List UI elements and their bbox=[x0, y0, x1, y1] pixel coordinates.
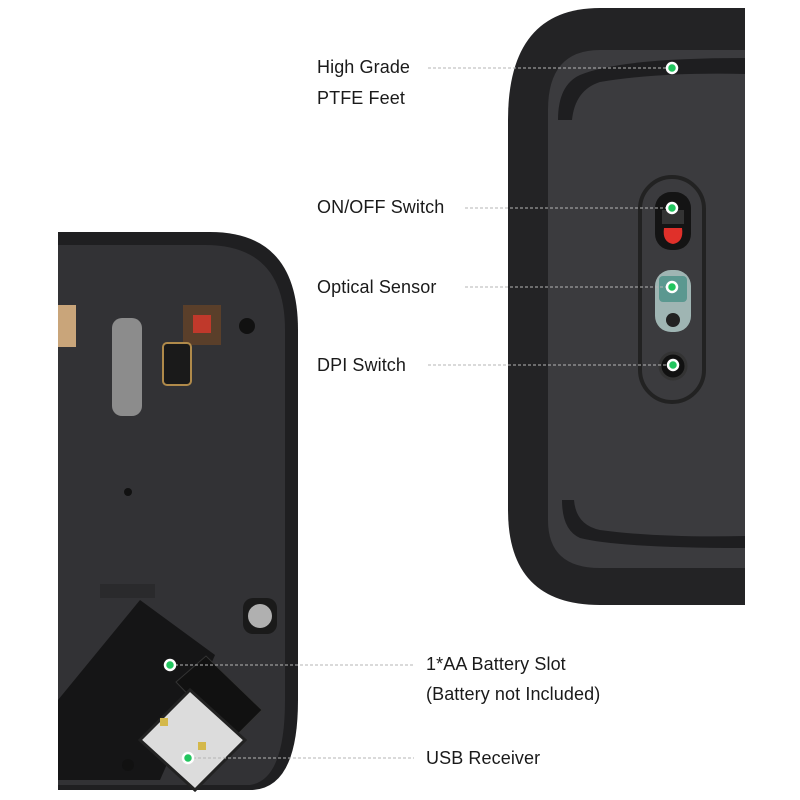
label-ptfe-feet-line2: PTFE Feet bbox=[317, 88, 405, 108]
marker-optical-sensor bbox=[665, 280, 679, 294]
marker-ptfe-feet bbox=[665, 61, 679, 75]
marker-battery-slot bbox=[163, 658, 177, 672]
leader-lines bbox=[170, 67, 672, 759]
label-dpi-switch: DPI Switch bbox=[317, 355, 407, 375]
mouse-open-view bbox=[58, 232, 298, 793]
label-battery-slot-line1: 1*AA Battery Slot bbox=[426, 654, 566, 674]
label-ptfe-feet-line1: High Grade bbox=[317, 57, 411, 77]
marker-dpi-switch bbox=[666, 358, 680, 372]
label-on-off-switch: ON/OFF Switch bbox=[317, 197, 445, 217]
label-usb-receiver: USB Receiver bbox=[426, 748, 541, 768]
label-optical-sensor: Optical Sensor bbox=[317, 277, 437, 297]
label-battery-slot-line2: (Battery not Included) bbox=[426, 684, 601, 704]
marker-on-off-switch bbox=[665, 201, 679, 215]
mouse-bottom-view bbox=[508, 8, 745, 605]
marker-usb-receiver bbox=[181, 751, 195, 765]
